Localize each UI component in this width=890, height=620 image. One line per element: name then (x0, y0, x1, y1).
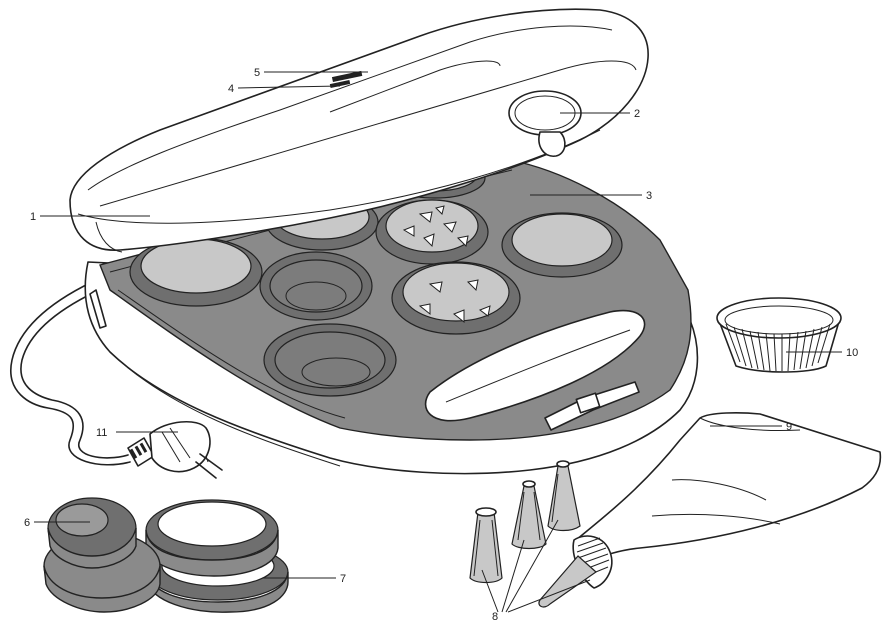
callout-11: 11 (96, 427, 107, 439)
appliance-lid (69, 8, 649, 253)
callout-10: 10 (846, 347, 858, 359)
ring-moulds (145, 499, 289, 613)
callout-2: 2 (634, 108, 640, 120)
pastry-stamper (43, 497, 161, 613)
callout-5: 5 (254, 67, 260, 79)
callout-labels: 1 2 3 4 5 6 7 8 9 10 11 (24, 67, 858, 620)
callout-8: 8 (492, 611, 498, 620)
piping-nozzles (469, 460, 581, 584)
callout-3: 3 (646, 190, 652, 202)
callout-7: 7 (340, 573, 346, 585)
callout-9: 9 (786, 421, 792, 433)
cavity-row-front (129, 237, 521, 397)
piping-bag (538, 412, 882, 608)
paper-baking-cup (716, 297, 842, 373)
callout-6: 6 (24, 517, 30, 529)
leader-lines (34, 71, 842, 613)
power-cord (10, 281, 131, 466)
lid-hinge (508, 90, 582, 157)
cavity-row-middle (265, 193, 623, 278)
power-plug (127, 420, 223, 479)
callout-1: 1 (30, 211, 36, 223)
callout-4: 4 (228, 83, 234, 95)
